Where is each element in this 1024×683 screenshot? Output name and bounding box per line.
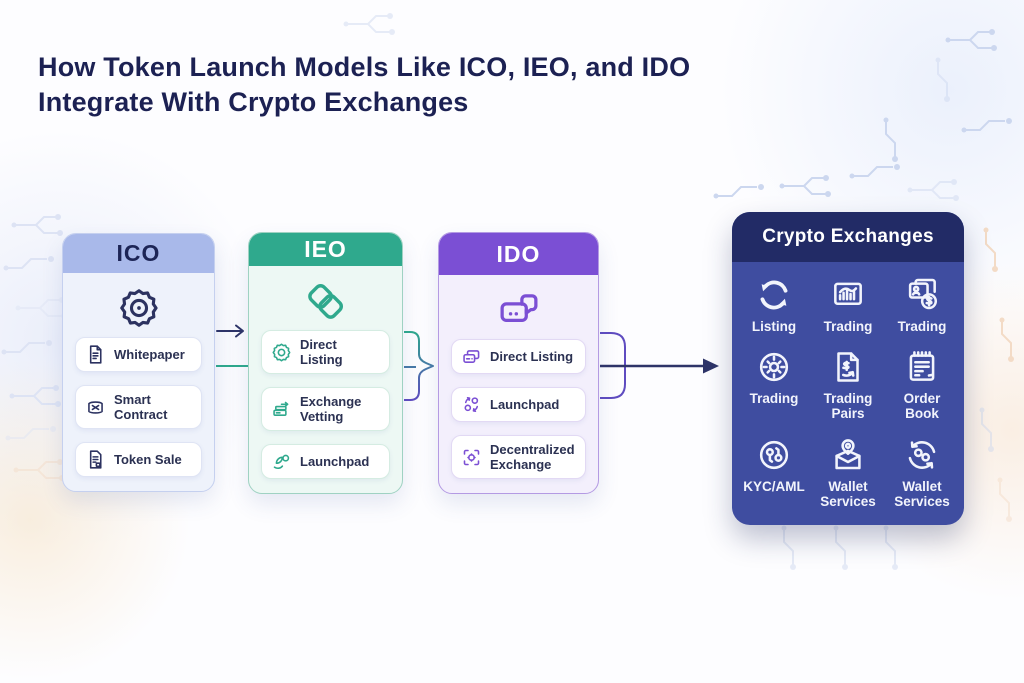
document-icon (85, 344, 106, 365)
chart-monitor-icon (829, 276, 867, 314)
ieo-card: IEO (248, 232, 403, 494)
ieo-item-direct-listing: Direct Listing (261, 330, 390, 374)
coin-gear-icon (271, 342, 292, 363)
ico-item-smart-contract: Smart Contract (75, 385, 202, 429)
service-order-book: Order Book (886, 348, 958, 427)
item-label: Launchpad (490, 397, 560, 412)
ido-card-title: IDO (439, 233, 598, 275)
page-title: How Token Launch Models Like ICO, IEO, a… (38, 52, 691, 117)
service-kyc-aml: KYC/AML (738, 436, 810, 515)
ido-item-decentralized-exchange: Decentralized Exchange (451, 435, 586, 479)
ieo-to-ido-brace (404, 331, 434, 401)
stacked-exchange-icon (271, 399, 292, 420)
service-label: Trading (897, 319, 947, 334)
ico-card-title: ICO (63, 234, 214, 273)
contract-icon (85, 397, 106, 418)
service-trading-chart: Trading (812, 276, 884, 340)
service-trading-pairs: Trading Pairs (812, 348, 884, 427)
service-label: Trading (749, 391, 799, 407)
service-label: Trading (823, 319, 873, 334)
ido-to-exchange-arrow (600, 358, 719, 374)
cycle-arrows-icon (755, 276, 793, 314)
layered-windows-icon (461, 346, 482, 367)
ieo-item-exchange-vetting: Exchange Vetting (261, 387, 390, 431)
service-trading-card-coin: Trading (886, 276, 958, 340)
card-coin-icon (903, 276, 941, 314)
service-wallet-cycle: Wallet Services (886, 436, 958, 515)
item-label: Exchange Vetting (300, 394, 362, 424)
ico-item-whitepaper: Whitepaper (75, 337, 202, 372)
ieo-item-launchpad: Launchpad (261, 444, 390, 479)
service-label: Wallet Services (820, 478, 876, 509)
item-label: Direct Listing (300, 337, 343, 367)
doc-dollar-arrow-icon (829, 348, 867, 386)
ido-item-direct-listing: Direct Listing (451, 339, 586, 374)
item-label: Smart Contract (114, 392, 168, 422)
dial-icon (755, 348, 793, 386)
service-label: Trading Pairs (823, 391, 873, 422)
service-label: Wallet Services (894, 478, 950, 509)
service-label: KYC/AML (743, 478, 805, 494)
token-coin-icon (117, 286, 161, 330)
item-label: Direct Listing (490, 349, 574, 364)
item-label: Decentralized Exchange (490, 442, 575, 472)
ido-card: IDO (438, 232, 599, 494)
coins-cycle-icon (903, 436, 941, 474)
leaf-coin-icon (271, 451, 292, 472)
ico-item-token-sale: Token Sale (75, 442, 202, 477)
service-label: Listing (751, 319, 797, 334)
coin-orbit-icon (461, 394, 482, 415)
ido-item-launchpad: Launchpad (451, 387, 586, 422)
ico-to-ieo-arrow (216, 324, 244, 338)
qr-dex-icon (461, 447, 482, 468)
ieo-card-title: IEO (249, 233, 402, 266)
item-label: Whitepaper (114, 347, 185, 362)
services-grid: Listing Trading (732, 262, 964, 525)
ido-bracket (600, 332, 626, 399)
token-chat-icon (496, 287, 542, 333)
crypto-exchanges-title: Crypto Exchanges (732, 212, 964, 262)
map-pin-wallet-icon (829, 436, 867, 474)
item-label: Token Sale (114, 452, 182, 467)
keys-circle-icon (755, 436, 793, 474)
invoice-document-icon (85, 449, 106, 470)
item-label: Launchpad (300, 454, 370, 469)
crypto-exchanges-panel: Crypto Exchanges Listing (732, 212, 964, 525)
notebook-icon (903, 348, 941, 386)
service-trading-dial: Trading (738, 348, 810, 427)
service-label: Order Book (903, 391, 941, 422)
service-wallet-location: Wallet Services (812, 436, 884, 515)
ico-card: ICO Whitepape (62, 233, 215, 492)
interlocked-links-icon (303, 278, 349, 324)
service-listing: Listing (738, 276, 810, 340)
